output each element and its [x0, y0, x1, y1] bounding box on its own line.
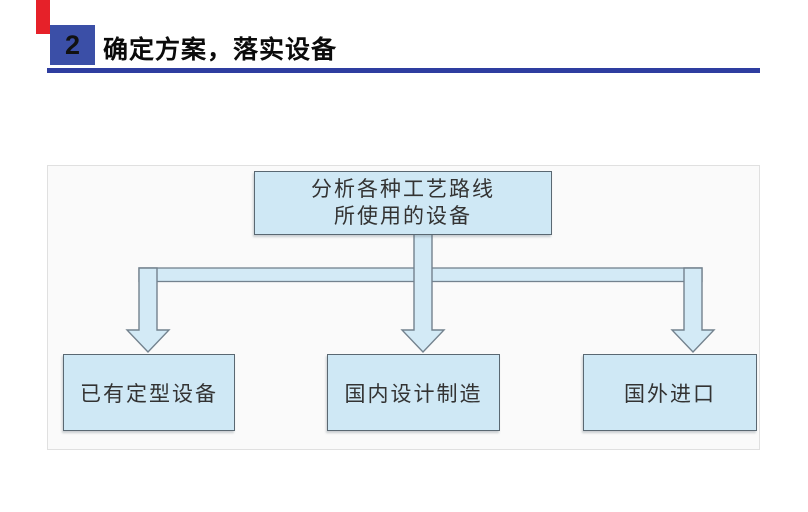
leaf-node-existing-equipment: 已有定型设备: [63, 354, 235, 431]
leaf-node-label: 国内设计制造: [344, 381, 483, 406]
leaf-node-domestic-design: 国内设计制造: [327, 354, 500, 431]
leaf-node-label: 已有定型设备: [80, 381, 218, 406]
root-node-label-line2: 所使用的设备: [334, 204, 472, 228]
section-number-badge: 2: [50, 25, 95, 65]
root-node-label-line1: 分析各种工艺路线: [311, 177, 495, 201]
root-node: 分析各种工艺路线 所使用的设备: [254, 171, 552, 235]
red-accent-bar: [36, 0, 50, 34]
leaf-node-foreign-import: 国外进口: [583, 354, 757, 431]
header-divider: [47, 68, 760, 73]
leaf-node-label: 国外进口: [624, 381, 716, 406]
page-title: 确定方案，落实设备: [103, 36, 338, 64]
section-number: 2: [64, 29, 81, 60]
